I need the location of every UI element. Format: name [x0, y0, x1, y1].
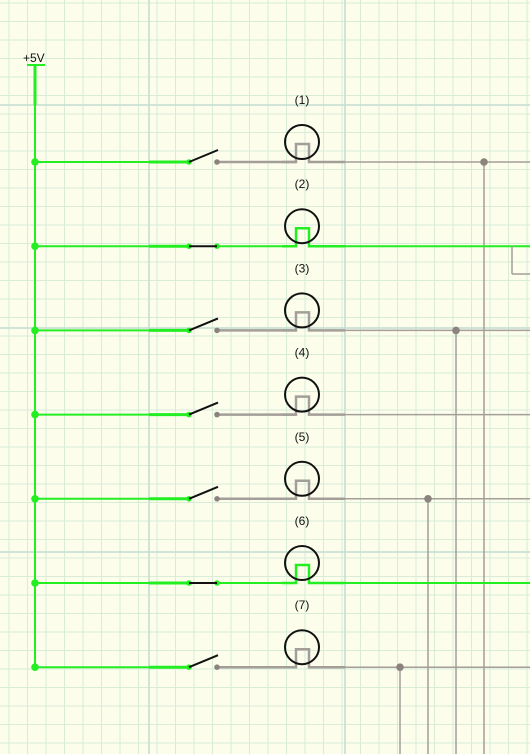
- output-node: [396, 663, 404, 671]
- junction-node: [31, 410, 39, 419]
- junction-node: [31, 326, 39, 335]
- junction-node: [31, 579, 39, 587]
- circuit-components: [186, 124, 320, 670]
- lamp-filament: [282, 647, 345, 669]
- switch-contact: [214, 411, 220, 418]
- switch-contact: [214, 159, 220, 165]
- output-node: [424, 495, 432, 503]
- lamp-bulb-icon: [284, 460, 320, 497]
- supply-label: +5V: [23, 51, 45, 65]
- lamp-filament: [282, 395, 345, 416]
- junction-node: [31, 663, 39, 671]
- lamp-bulb-icon: [284, 629, 320, 666]
- lamp-label: (2): [295, 177, 310, 191]
- output-node: [452, 326, 460, 335]
- output-node: [480, 158, 488, 166]
- circuit-labels: +5V (1) (2) (3) (4) (5) (6) (7): [23, 51, 309, 612]
- switch-open: [188, 317, 219, 332]
- switch-contact: [214, 664, 220, 670]
- junction-node: [31, 495, 39, 503]
- lamp-label: (1): [295, 93, 310, 107]
- junction-node: [31, 242, 39, 250]
- circuit-wires: [27, 64, 530, 754]
- lamp-bulb-icon: [284, 208, 320, 245]
- junction-node: [31, 158, 39, 166]
- switch-open: [188, 485, 219, 500]
- lamp-filament: [282, 142, 345, 164]
- switch-contact: [214, 327, 220, 334]
- lamp-bulb-icon: [284, 292, 320, 329]
- lamp-label: (4): [295, 346, 310, 360]
- lamp-bulb-icon: [284, 376, 320, 413]
- switch-open: [188, 149, 219, 163]
- lamp-bulb-icon: [284, 545, 320, 581]
- switch-open: [188, 654, 219, 669]
- lamp-filament: [282, 563, 345, 585]
- lamp-label: (3): [295, 261, 310, 275]
- lamp-label: (7): [295, 598, 310, 612]
- lamp-label: (6): [295, 514, 310, 528]
- switch-contact: [214, 496, 220, 502]
- lamp-bulb-icon: [284, 124, 320, 160]
- lamp-label: (5): [295, 430, 310, 444]
- switch-open: [188, 401, 219, 416]
